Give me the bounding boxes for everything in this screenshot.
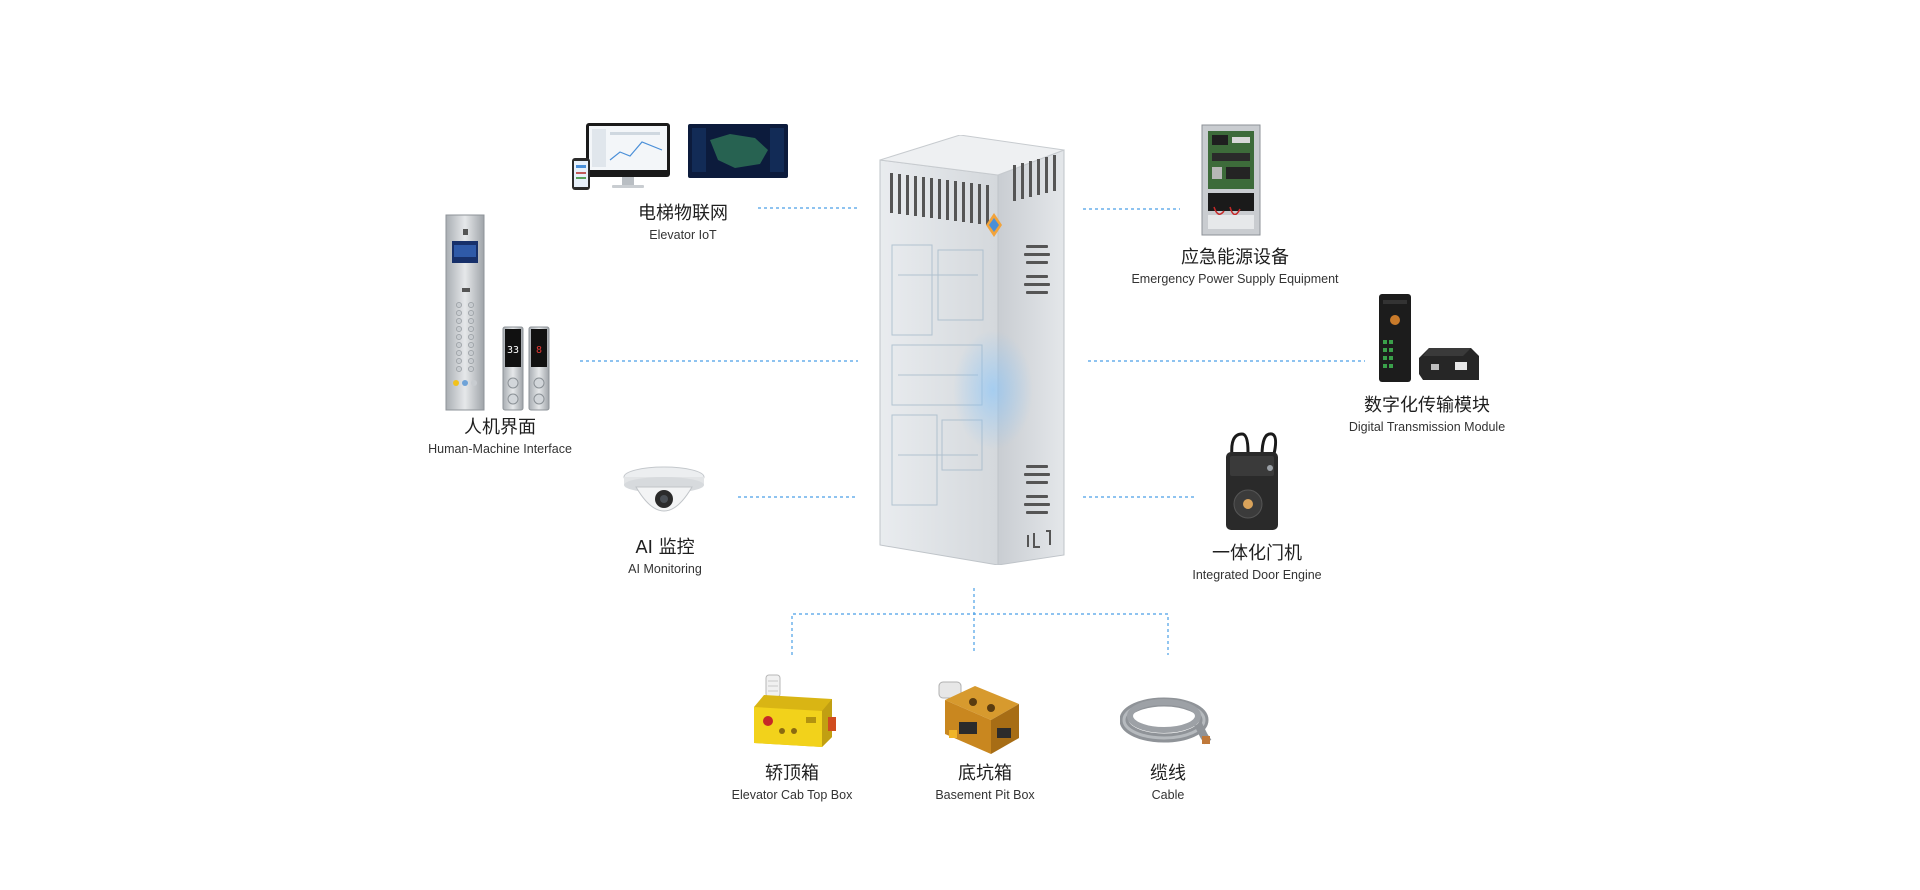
cable-label: 缆线 Cable <box>1150 762 1186 804</box>
digital-title-en: Digital Transmission Module <box>1348 420 1506 434</box>
iot-devices-image <box>572 123 788 190</box>
pit-title-zh: 底坑箱 <box>957 763 1012 784</box>
cable-image <box>1120 697 1212 745</box>
ai-title-zh: AI 监控 <box>635 537 695 558</box>
ai-label: AI 监控 AI Monitoring <box>628 536 702 578</box>
hmi-display-b: 8 <box>536 345 542 356</box>
ai-title-en: AI Monitoring <box>628 562 702 576</box>
hmi-display-a: 33 <box>507 345 519 356</box>
door-title-en: Integrated Door Engine <box>1192 568 1322 582</box>
cabtop-title-zh: 轿顶箱 <box>765 763 819 784</box>
digital-label: 数字化传输模块 Digital Transmission Module <box>1349 394 1505 436</box>
hmi-title-en: Human-Machine Interface <box>428 442 572 456</box>
iot-title-en: Elevator IoT <box>649 228 717 242</box>
iot-title-zh: 电梯物联网 <box>638 203 728 224</box>
pit-box-image <box>938 681 1019 754</box>
cable-title-zh: 缆线 <box>1150 763 1186 784</box>
digital-module-image <box>1379 294 1479 382</box>
emergency-title-en: Emergency Power Supply Equipment <box>1131 272 1339 286</box>
cabtop-title-en: Elevator Cab Top Box <box>731 788 853 802</box>
door-engine-image <box>1226 432 1278 530</box>
cab-top-box-image <box>754 674 836 747</box>
hmi-label: 人机界面 Human-Machine Interface <box>428 416 572 458</box>
door-label: 一体化门机 Integrated Door Engine <box>1192 542 1321 584</box>
cabtop-label: 轿顶箱 Elevator Cab Top Box <box>732 762 853 804</box>
pit-title-en: Basement Pit Box <box>935 788 1035 802</box>
emergency-label: 应急能源设备 Emergency Power Supply Equipment <box>1131 246 1338 288</box>
pit-label: 底坑箱 Basement Pit Box <box>935 762 1034 804</box>
door-title-zh: 一体化门机 <box>1211 543 1302 564</box>
iot-label: 电梯物联网 Elevator IoT <box>638 202 728 244</box>
digital-title-zh: 数字化传输模块 <box>1364 395 1490 416</box>
emergency-power-image <box>1201 124 1261 236</box>
hmi-title-zh: 人机界面 <box>463 417 536 438</box>
connector-bottom-bus <box>791 613 1169 655</box>
control-cabinet-image <box>879 135 1065 565</box>
hmi-panels-image: 33 8 <box>445 214 550 411</box>
cable-title-en: Cable <box>1151 788 1185 802</box>
emergency-title-zh: 应急能源设备 <box>1181 247 1289 268</box>
ai-camera-image <box>623 466 705 512</box>
